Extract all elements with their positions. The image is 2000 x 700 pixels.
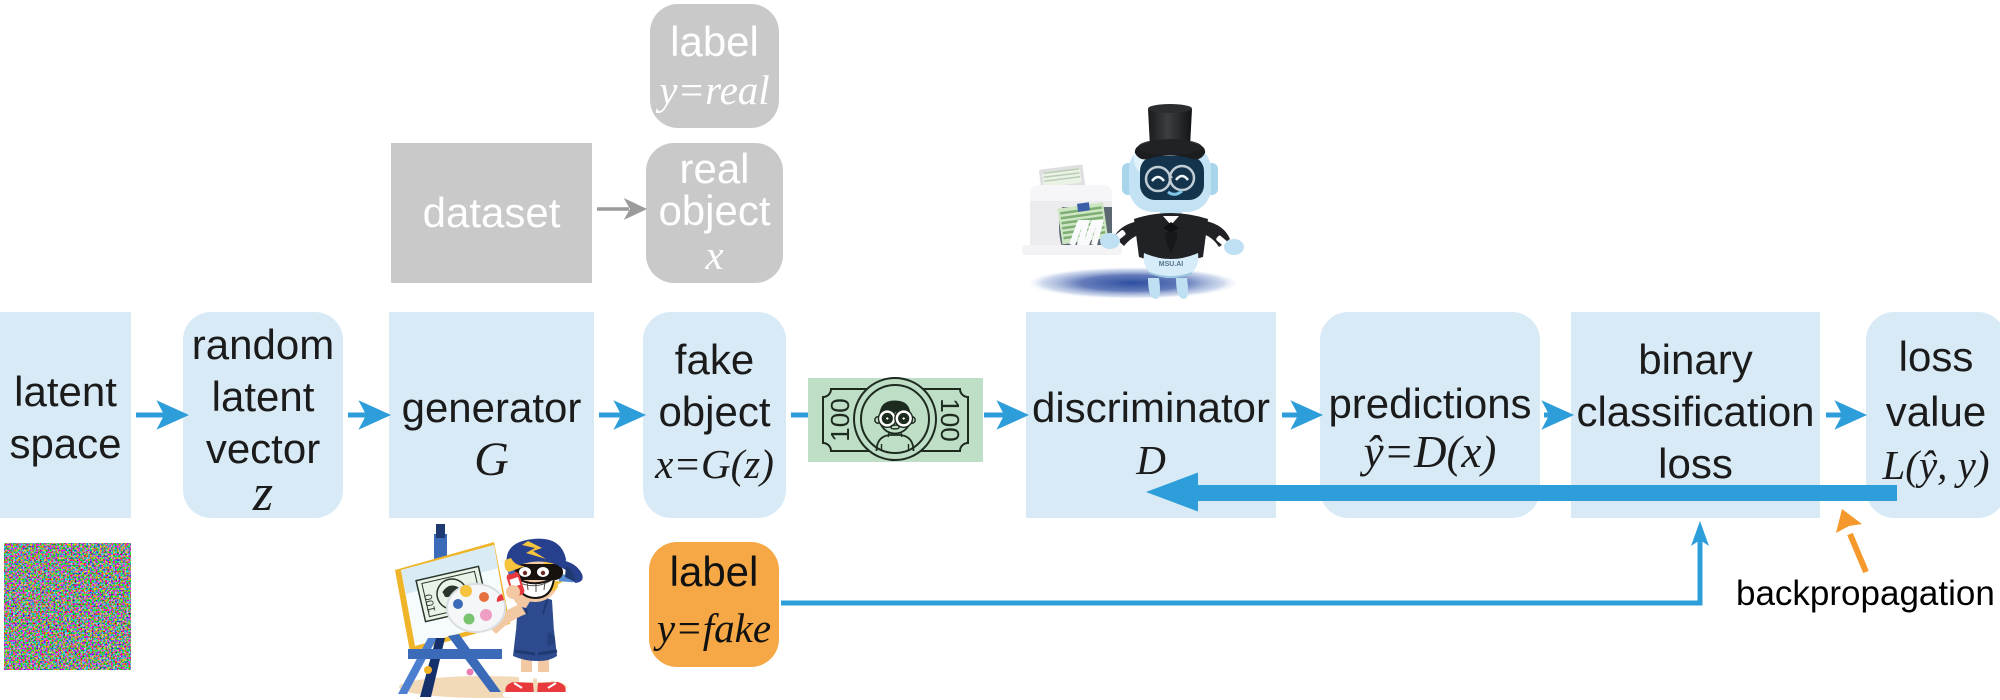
svg-text:100: 100 (825, 398, 855, 441)
svg-text:MSU.AI: MSU.AI (1159, 261, 1184, 268)
svg-text:100: 100 (423, 593, 439, 614)
svg-text:100: 100 (935, 398, 965, 441)
